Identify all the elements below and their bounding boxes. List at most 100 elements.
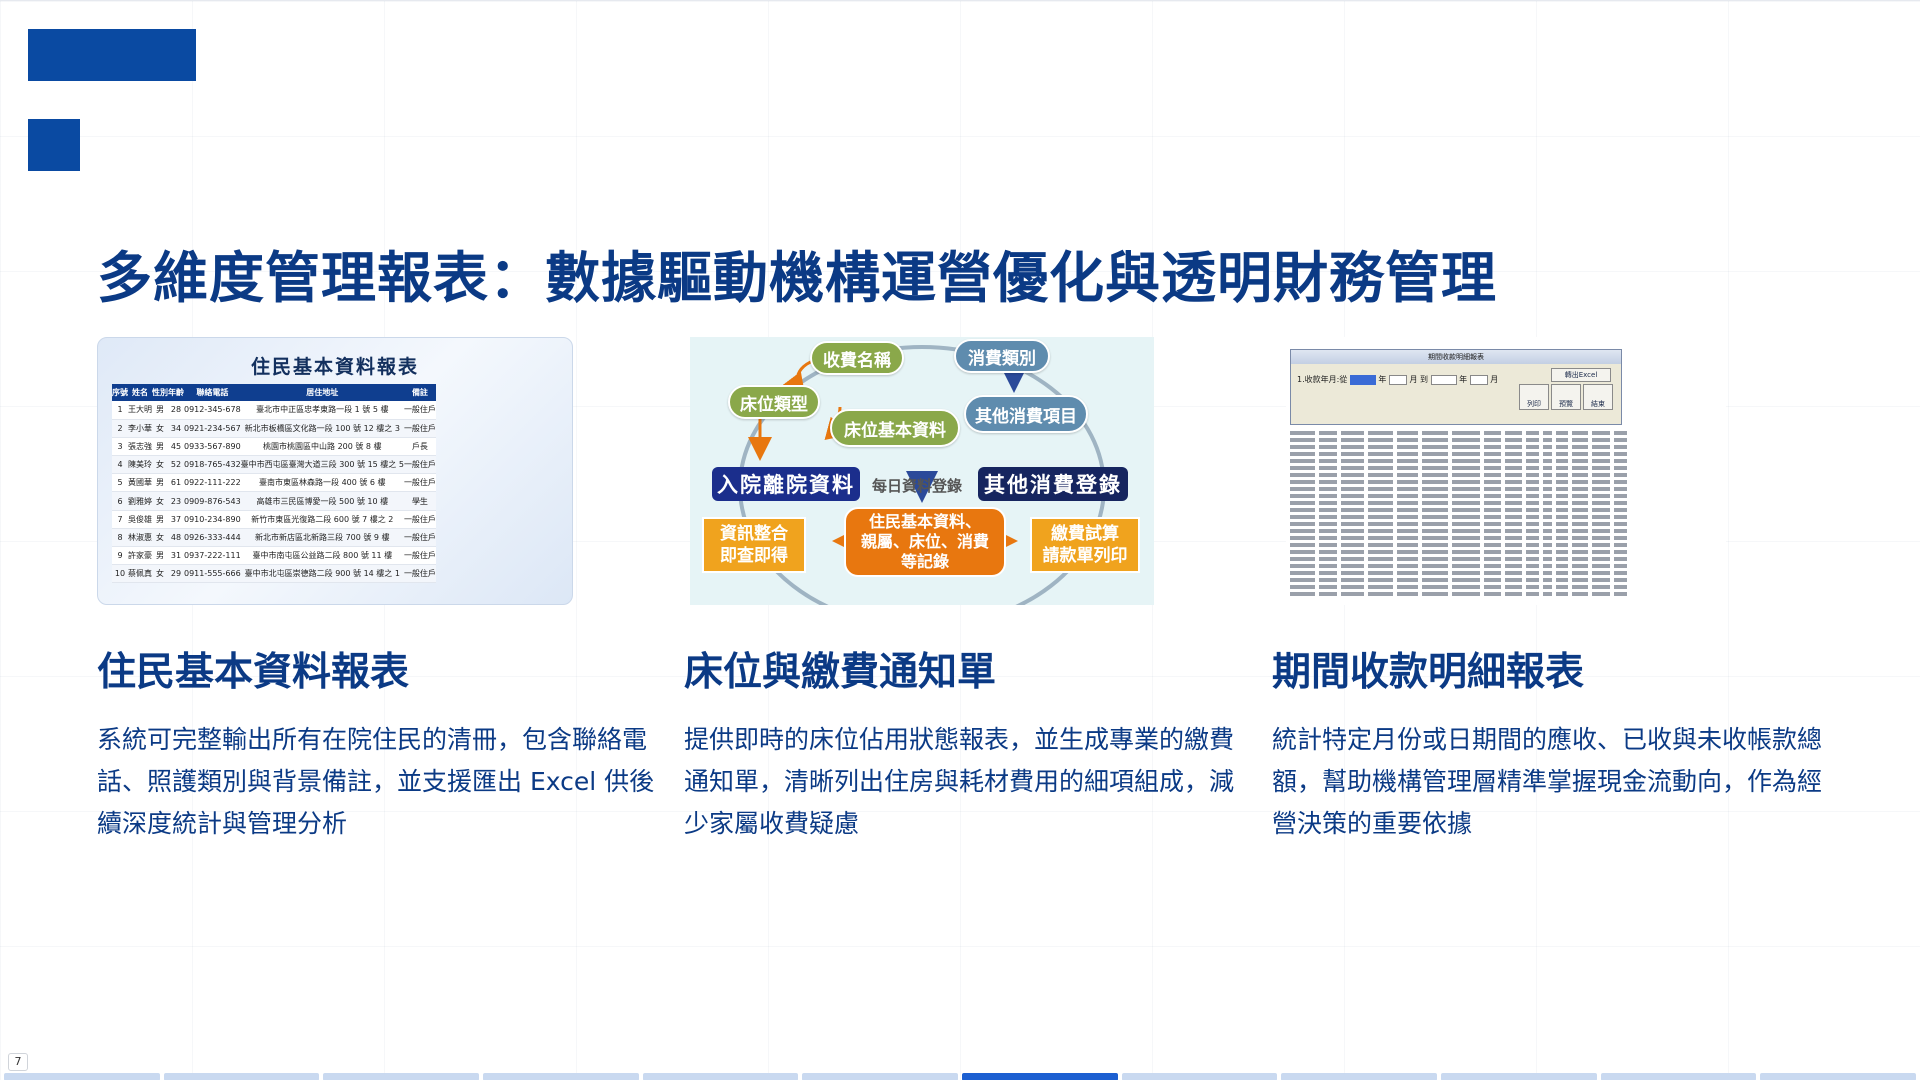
ledger-cell [1613, 438, 1628, 442]
progress-segment[interactable] [1441, 1073, 1597, 1080]
table-cell: 男 [152, 437, 168, 457]
ledger-cell [1592, 578, 1610, 582]
ledger-cell [1451, 501, 1481, 505]
ledger-row [1290, 438, 1720, 443]
ledger-cell [1505, 431, 1522, 435]
month-from-input[interactable] [1388, 374, 1407, 385]
ledger-cell [1525, 480, 1540, 484]
ledger-cell [1505, 550, 1522, 554]
table-cell: 0911-555-666 [184, 564, 241, 584]
ledger-cell [1525, 571, 1540, 575]
ledger-cell [1367, 557, 1393, 561]
ledger-cell [1525, 564, 1540, 568]
progress-segment[interactable] [163, 1073, 320, 1080]
ledger-cell [1484, 508, 1502, 512]
ledger-cell [1525, 452, 1540, 456]
ledger-cell [1525, 501, 1540, 505]
progress-segment[interactable] [4, 1073, 160, 1080]
ledger-cell [1484, 452, 1502, 456]
table-cell: 男 [152, 510, 168, 529]
ledger-cell [1421, 592, 1448, 596]
heading-collection-report: 期間收款明細報表 [1272, 650, 1585, 695]
slide-progress-bar[interactable] [0, 1073, 1920, 1080]
ledger-cell [1341, 480, 1364, 484]
year-label: 年 [1378, 375, 1387, 384]
year-to-input[interactable] [1430, 374, 1457, 385]
table-cell: 吳俊雄 [128, 510, 152, 529]
preview-button[interactable]: 預覽 [1551, 384, 1581, 410]
ledger-cell [1451, 445, 1481, 449]
ledger-cell [1572, 571, 1589, 575]
ledger-cell [1592, 515, 1610, 519]
ledger-cell [1543, 522, 1552, 526]
progress-segment[interactable] [1600, 1073, 1757, 1080]
print-button[interactable]: 列印 [1519, 384, 1549, 410]
ledger-cell [1505, 473, 1522, 477]
ledger-cell [1505, 592, 1522, 596]
progress-segment[interactable] [962, 1073, 1118, 1080]
ledger-cell [1341, 487, 1364, 491]
progress-segment[interactable] [1760, 1073, 1917, 1080]
ledger-cell [1613, 578, 1628, 582]
ledger-cell [1613, 564, 1628, 568]
ledger-cell [1451, 522, 1481, 526]
other-items-pill: 其他消費項目 [964, 395, 1088, 433]
ledger-cell [1613, 522, 1628, 526]
ledger-cell [1451, 557, 1481, 561]
ledger-cell [1396, 564, 1418, 568]
ledger-cell [1451, 578, 1481, 582]
report-window-title: 期間收款明細報表 [1291, 350, 1621, 364]
table-cell: 戶長 [403, 437, 436, 457]
ledger-cell [1592, 438, 1610, 442]
table-cell: 8 [112, 528, 128, 548]
ledger-cell [1367, 529, 1393, 533]
ledger-cell [1367, 480, 1393, 484]
ledger-cell [1290, 494, 1315, 498]
ledger-cell [1505, 459, 1522, 463]
ledger-cell [1290, 508, 1315, 512]
progress-segment[interactable] [323, 1073, 480, 1080]
exit-button[interactable]: 結束 [1583, 384, 1613, 410]
progress-segment[interactable] [483, 1073, 639, 1080]
table-cell: 李小華 [128, 419, 152, 438]
table-cell: 0918-765-432 [184, 455, 241, 475]
table-cell: 新竹市東區光復路二段 600 號 7 樓之 2 [240, 510, 404, 529]
progress-segment[interactable] [802, 1073, 959, 1080]
table-cell: 臺北市中正區忠孝東路一段 1 號 5 樓 [240, 401, 404, 420]
ledger-cell [1505, 585, 1522, 589]
ledger-cell [1525, 431, 1540, 435]
ledger-cell [1451, 438, 1481, 442]
ledger-cell [1613, 431, 1628, 435]
table-cell: 林淑惠 [128, 528, 152, 548]
brand-square [28, 119, 80, 171]
ledger-cell [1592, 473, 1610, 477]
heading-resident-report: 住民基本資料報表 [97, 650, 410, 695]
ledger-cell [1451, 543, 1481, 547]
table-cell: 3 [112, 437, 128, 457]
table-cell: 0933-567-890 [184, 437, 241, 457]
brand-bar [28, 29, 196, 81]
progress-segment[interactable] [1121, 1073, 1278, 1080]
ledger-cell [1592, 480, 1610, 484]
ledger-cell [1341, 529, 1364, 533]
progress-segment[interactable] [1281, 1073, 1438, 1080]
ledger-cell [1592, 487, 1610, 491]
ledger-cell [1505, 571, 1522, 575]
year-from-input[interactable] [1349, 374, 1376, 385]
ledger-cell [1341, 543, 1364, 547]
progress-segment[interactable] [642, 1073, 799, 1080]
ledger-cell [1572, 543, 1589, 547]
ledger-cell [1525, 522, 1540, 526]
heading-bed-billing: 床位與繳費通知單 [684, 650, 997, 695]
ledger-row [1290, 452, 1720, 457]
ledger-cell [1396, 529, 1418, 533]
admit-discharge-box: 入院離院資料 [712, 467, 860, 501]
ledger-cell [1396, 515, 1418, 519]
ledger-cell [1555, 522, 1569, 526]
export-excel-button[interactable]: 轉出Excel [1551, 368, 1611, 382]
month-to-input[interactable] [1469, 374, 1488, 385]
ledger-cell [1367, 571, 1393, 575]
ledger-cell [1484, 466, 1502, 470]
ledger-row [1290, 466, 1720, 471]
